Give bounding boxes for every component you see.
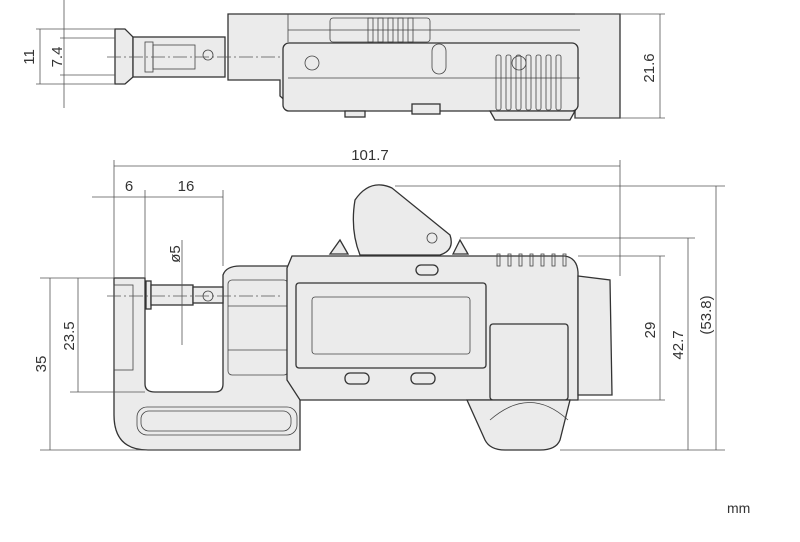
units-label: mm	[727, 500, 750, 516]
front-view: 101.7 6 16 ø5 35 23.5 29 42.7 (53.8)	[33, 147, 725, 451]
top-side-ribs	[495, 54, 562, 111]
thumb-wheel[interactable]	[465, 399, 571, 451]
top-button	[344, 110, 366, 118]
dim-spindle-diameter: ø5	[167, 245, 184, 263]
top-frame	[282, 42, 579, 112]
dim-height-outer: 11	[21, 49, 38, 65]
button-top[interactable]	[415, 264, 439, 276]
dim-spindle-length: 16	[178, 178, 195, 195]
dim-overall-height: (53.8)	[698, 295, 715, 334]
dim-depth: 21.6	[641, 53, 658, 82]
dim-total-length: 101.7	[351, 147, 389, 164]
dim-throat-depth: 23.5	[61, 321, 78, 350]
frame	[113, 265, 301, 451]
thimble-cover	[489, 323, 569, 401]
dim-anvil-offset: 6	[125, 178, 133, 195]
display-frame	[295, 282, 487, 369]
button-left[interactable]	[344, 372, 370, 385]
top-anvil	[114, 28, 134, 85]
spindle-face	[145, 280, 152, 310]
top-view: 11 7.4 21.6	[21, 0, 665, 121]
spindle	[150, 284, 194, 306]
dim-to-lever: 42.7	[670, 330, 687, 359]
top-grip-ribs	[367, 17, 414, 43]
grip-ribs	[496, 253, 567, 267]
dim-frame-height: 35	[33, 356, 50, 373]
top-button	[411, 103, 441, 115]
dim-body-height: 29	[642, 322, 659, 339]
button-right[interactable]	[410, 372, 436, 385]
lcd-screen	[311, 296, 471, 355]
dim-height-inner: 7.4	[49, 47, 66, 68]
release-lever	[352, 184, 452, 256]
